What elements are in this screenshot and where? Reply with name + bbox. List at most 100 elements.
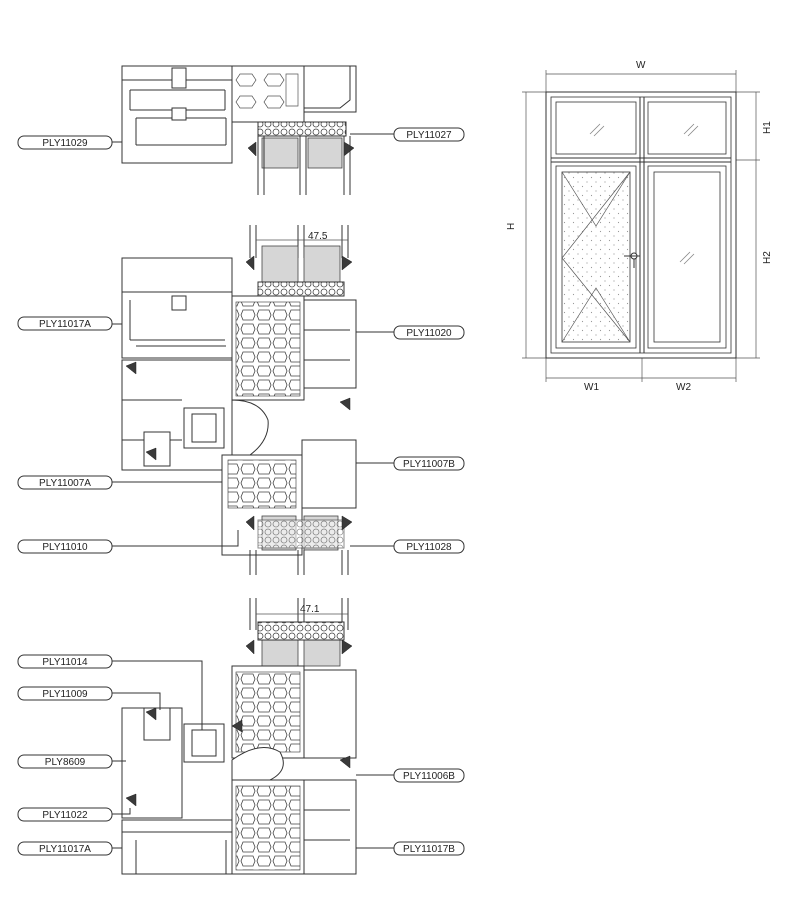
middle-glass-lines-bottom xyxy=(249,550,349,575)
middle-gaskets-bottom xyxy=(245,515,353,531)
svg-text:PLY8609: PLY8609 xyxy=(45,757,86,768)
middle-dim-text: 47.5 xyxy=(308,231,328,242)
bottom-gaskets xyxy=(125,707,351,807)
top-frame-rib xyxy=(171,67,187,89)
tag-top-left: PLY11029 xyxy=(17,135,113,150)
middle-leader-l3 xyxy=(112,530,239,547)
elev-dim-h xyxy=(522,91,548,359)
bottom-lower-outer xyxy=(303,779,357,875)
middle-spacer-foam xyxy=(257,281,345,297)
elev-top-glass-marks xyxy=(589,123,699,137)
elev-label-w1: W1 xyxy=(584,382,599,393)
svg-text:PLY11014: PLY11014 xyxy=(42,657,88,668)
svg-text:PLY11017B: PLY11017B xyxy=(403,844,455,855)
top-glass-left xyxy=(261,137,299,169)
top-frame-rib-2 xyxy=(171,107,187,121)
tag-bot-left-5: PLY11017A xyxy=(17,841,113,856)
elev-right-sash xyxy=(647,165,727,349)
bottom-lower-cells xyxy=(235,785,301,871)
window-elevation xyxy=(522,70,760,382)
top-break-cells xyxy=(235,73,299,109)
middle-glass-right xyxy=(303,245,341,283)
middle-gaskets-top xyxy=(245,255,353,271)
tag-mid-left-2: PLY11007A xyxy=(17,475,113,490)
elev-opening-triangle xyxy=(561,171,631,343)
svg-text:PLY11007A: PLY11007A xyxy=(39,478,91,489)
middle-gaskets xyxy=(125,361,351,461)
bottom-gaskets-top xyxy=(245,639,353,655)
bottom-frame-lines xyxy=(122,831,232,874)
middle-lower-cells xyxy=(227,459,297,509)
tag-mid-right-2: PLY11007B xyxy=(393,456,465,471)
tag-mid-left-3: PLY11010 xyxy=(17,539,113,554)
bottom-break-cells xyxy=(235,671,301,753)
svg-text:PLY11007B: PLY11007B xyxy=(403,459,455,470)
middle-small-profile xyxy=(143,431,171,467)
bottom-glass-left xyxy=(261,635,299,667)
bottom-leader-l4 xyxy=(112,808,131,815)
bottom-curved-profile xyxy=(231,747,284,781)
middle-break-cells xyxy=(235,301,301,397)
elev-right-glass xyxy=(653,171,721,343)
middle-glass-lines-top xyxy=(249,225,349,258)
elev-transom xyxy=(551,157,731,163)
tag-top-right: PLY11027 xyxy=(393,127,465,142)
elev-label-h1: H1 xyxy=(762,121,773,134)
bottom-section xyxy=(112,598,394,875)
tag-bot-right-2: PLY11017B xyxy=(393,841,465,856)
middle-curved-profile xyxy=(231,399,269,456)
elev-label-h: H xyxy=(506,223,517,230)
elev-label-w: W xyxy=(636,60,646,71)
bottom-dim-text: 47.1 xyxy=(300,604,320,615)
svg-text:PLY11020: PLY11020 xyxy=(406,328,452,339)
tag-mid-left-1: PLY11017A xyxy=(17,316,113,331)
middle-section xyxy=(112,225,394,575)
top-glass-lines xyxy=(257,136,351,195)
middle-frame-chambers xyxy=(122,291,232,347)
svg-text:PLY11010: PLY11010 xyxy=(42,542,88,553)
middle-frame-rib xyxy=(171,295,187,311)
elev-inner-frame xyxy=(550,96,732,354)
middle-outer-chambers xyxy=(304,329,350,361)
svg-text:PLY11006B: PLY11006B xyxy=(403,771,455,782)
bottom-outer-profile xyxy=(303,669,357,759)
bottom-spacer-foam xyxy=(257,621,345,641)
top-thermal-break xyxy=(231,65,305,123)
tag-mid-right-1: PLY11020 xyxy=(393,325,465,340)
elev-left-glass xyxy=(561,171,631,343)
bottom-leader-l1 xyxy=(112,660,203,730)
elev-right-glass-marks xyxy=(679,251,695,265)
tag-bot-left-2: PLY11009 xyxy=(17,686,113,701)
svg-text:PLY11029: PLY11029 xyxy=(42,138,88,149)
elev-label-h2: H2 xyxy=(762,251,773,264)
middle-lower-foam xyxy=(257,519,345,549)
top-spacer-foam xyxy=(257,121,347,137)
elev-top-light-right xyxy=(647,101,727,155)
bottom-frame-profile xyxy=(121,819,233,875)
svg-text:PLY11009: PLY11009 xyxy=(42,689,88,700)
middle-corner-cleat-inner xyxy=(191,413,217,443)
bottom-lower-outer-lines xyxy=(304,809,350,841)
elev-dim-h1-h2 xyxy=(736,91,760,359)
top-section xyxy=(112,65,394,195)
bottom-leader-l2 xyxy=(112,692,161,710)
svg-text:PLY11022: PLY11022 xyxy=(42,810,88,821)
elev-dim-w1-w2 xyxy=(545,358,737,382)
tag-bot-left-4: PLY11022 xyxy=(17,807,113,822)
bottom-corner-cleat-inner xyxy=(191,729,217,757)
top-glass-right xyxy=(307,137,343,169)
elev-mullion xyxy=(639,97,645,353)
svg-text:PLY11017A: PLY11017A xyxy=(39,844,91,855)
top-outer-lip xyxy=(304,66,351,109)
top-outer-profile xyxy=(303,65,357,113)
tag-bot-left-3: PLY8609 xyxy=(17,754,113,769)
middle-glass-left xyxy=(261,245,299,283)
elev-handle-bar xyxy=(624,255,640,268)
tag-bot-left-1: PLY11014 xyxy=(17,654,113,669)
tag-bot-right-1: PLY11006B xyxy=(393,768,465,783)
svg-text:PLY11028: PLY11028 xyxy=(406,542,452,553)
elev-opening-direction xyxy=(561,171,631,343)
svg-text:PLY11027: PLY11027 xyxy=(406,130,452,141)
tag-mid-right-3: PLY11028 xyxy=(393,539,465,554)
